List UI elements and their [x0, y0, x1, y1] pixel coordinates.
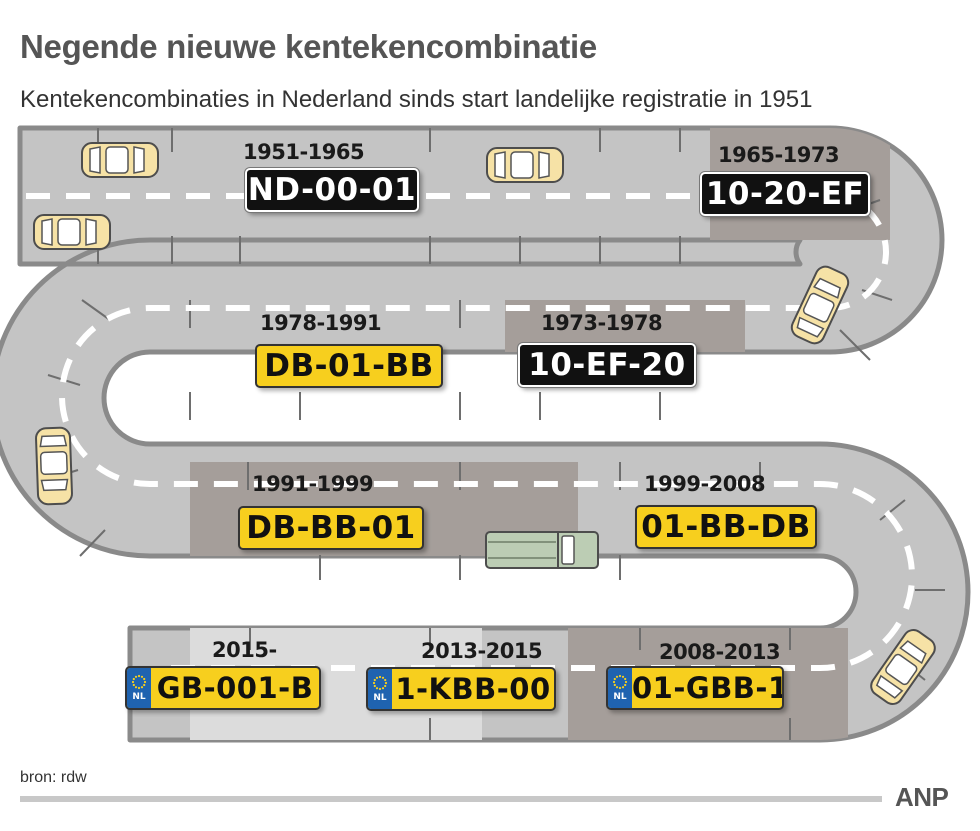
brand-logo: ANP [895, 782, 949, 812]
eu-stars-icon [612, 674, 628, 690]
license-plate: NL 1-KBB-00 [366, 667, 556, 711]
eu-flag-icon: NL [127, 668, 151, 708]
page-subtitle: Kentekencombinaties in Nederland sinds s… [20, 86, 813, 113]
license-plate: DB-BB-01 [238, 506, 424, 550]
source-label: bron: rdw [20, 769, 87, 786]
eu-flag-icon: NL [608, 668, 632, 708]
plate-text: ND-00-01 [247, 172, 417, 208]
license-plate: 10-EF-20 [518, 343, 696, 387]
plate-text: DB-01-BB [264, 348, 434, 384]
period-label: 1978-1991 [260, 311, 382, 335]
plate-text: 01-GBB-1 [632, 671, 784, 705]
car-icon [33, 214, 111, 250]
period-label: 2008-2013 [659, 640, 781, 664]
country-code: NL [132, 692, 146, 702]
period-label: 2015- [212, 638, 277, 662]
car-icon [34, 426, 74, 506]
lane-markings [26, 193, 915, 671]
period-label: 1965-1973 [718, 143, 840, 167]
license-plate: ND-00-01 [245, 168, 419, 212]
license-plate: DB-01-BB [255, 344, 443, 388]
plate-text: 1-KBB-00 [395, 672, 551, 706]
eu-stars-icon [131, 674, 147, 690]
truck-icon [485, 531, 599, 569]
page-title: Negende nieuwe kentekencombinatie [20, 28, 597, 65]
license-plate: NL GB-001-B [125, 666, 321, 710]
license-plate: 10-20-EF [700, 172, 870, 216]
period-label: 1999-2008 [644, 472, 766, 496]
license-plate: NL 01-GBB-1 [606, 666, 784, 710]
plate-text: GB-001-B [156, 671, 314, 705]
car-icon [81, 142, 159, 178]
road-surface [0, 125, 971, 743]
period-label: 1951-1965 [243, 140, 365, 164]
plate-text: 10-20-EF [705, 176, 865, 212]
eu-stars-icon [372, 675, 388, 691]
period-label: 2013-2015 [421, 639, 543, 663]
period-label: 1973-1978 [541, 311, 663, 335]
period-label: 1991-1999 [252, 472, 374, 496]
country-code: NL [613, 692, 627, 702]
eu-flag-icon: NL [368, 669, 392, 709]
plate-text: 10-EF-20 [528, 347, 686, 383]
license-plate: 01-BB-DB [635, 505, 817, 549]
plate-text: 01-BB-DB [641, 509, 811, 545]
country-code: NL [373, 693, 387, 703]
car-icon [486, 147, 564, 183]
plate-text: DB-BB-01 [246, 510, 416, 546]
footer-divider [20, 796, 882, 802]
